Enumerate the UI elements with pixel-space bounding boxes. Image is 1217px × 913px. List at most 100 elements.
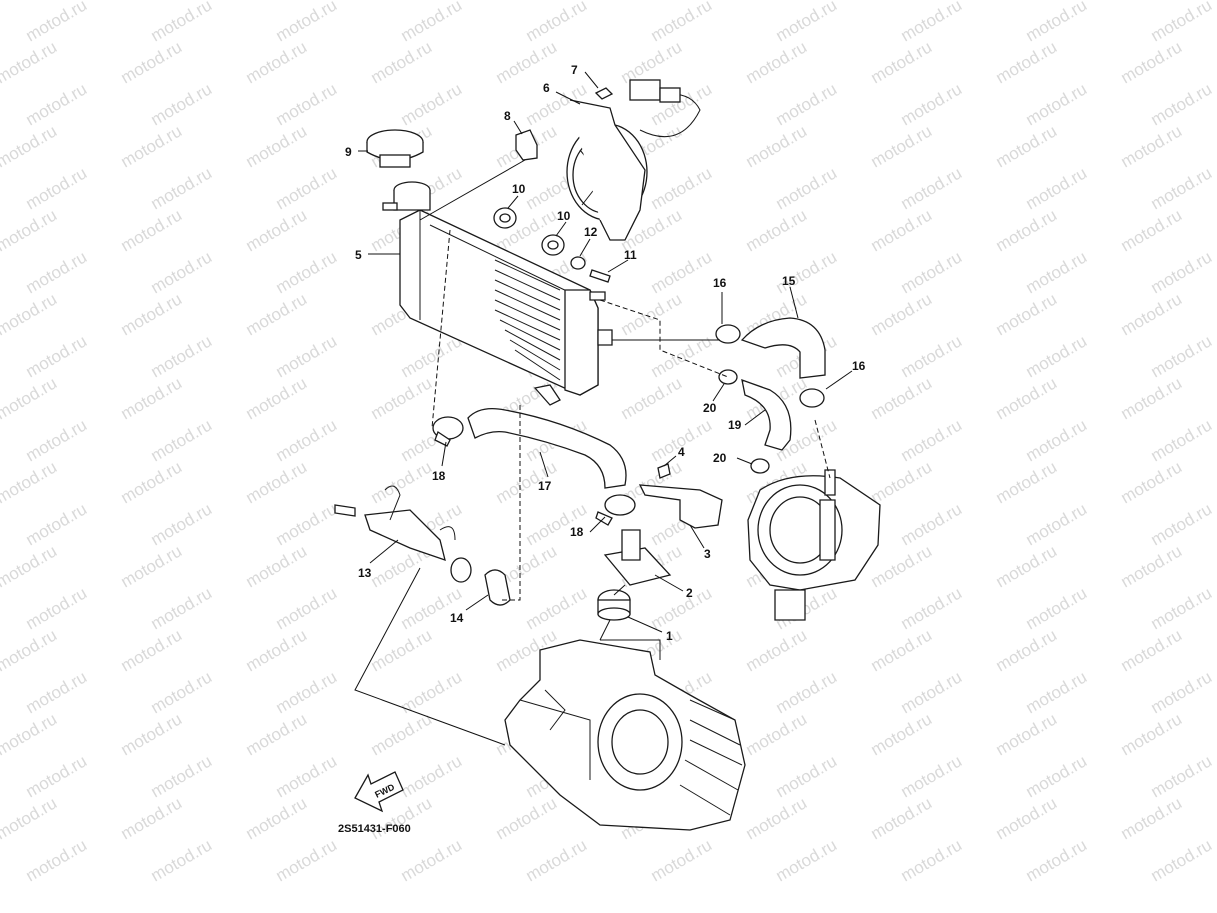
clip-8 [515, 129, 538, 161]
watermark-text: motod.ru [273, 415, 341, 465]
watermark-text: motod.ru [898, 79, 966, 129]
watermark-text: motod.ru [1148, 415, 1216, 465]
watermark-text: motod.ru [773, 0, 841, 45]
watermark-text: motod.ru [0, 121, 60, 171]
clamp-18b [604, 494, 636, 516]
watermark-text: motod.ru [1023, 331, 1091, 381]
thermostat [597, 589, 631, 621]
watermark-text: motod.ru [368, 37, 436, 87]
grommet-10a [493, 207, 517, 229]
watermark-text: motod.ru [118, 541, 186, 591]
watermark-text: motod.ru [118, 457, 186, 507]
watermark-text: motod.ru [398, 79, 466, 129]
watermark-text: motod.ru [23, 751, 91, 801]
watermark-text: motod.ru [243, 625, 311, 675]
diagram-code: 2S51431-F060 [338, 823, 411, 835]
watermark-text: motod.ru [868, 709, 936, 759]
watermark-text: motod.ru [493, 37, 561, 87]
water-pump [747, 469, 881, 621]
watermark-text: motod.ru [1148, 79, 1216, 129]
watermark-text: motod.ru [368, 457, 436, 507]
dashed-line [500, 405, 521, 601]
watermark-text: motod.ru [148, 163, 216, 213]
watermark-text: motod.ru [0, 205, 60, 255]
watermark-text: motod.ru [993, 541, 1061, 591]
watermark-text: motod.ru [1148, 499, 1216, 549]
watermark-text: motod.ru [118, 0, 186, 3]
callout-leaders [358, 71, 853, 633]
watermark-text: motod.ru [743, 0, 811, 3]
watermark-text: motod.ru [743, 37, 811, 87]
callout-14: 14 [450, 611, 464, 625]
callout-3: 3 [704, 547, 711, 561]
watermark-text: motod.ru [898, 247, 966, 297]
watermark-text: motod.ru [148, 835, 216, 885]
watermark-text: motod.ru [773, 835, 841, 885]
clamp-16b [799, 388, 825, 408]
callout-19: 19 [728, 418, 742, 432]
watermark-text: motod.ru [1023, 499, 1091, 549]
watermark-text: motod.ru [993, 37, 1061, 87]
callout-7: 7 [571, 63, 578, 77]
watermark-text: motod.ru [868, 289, 936, 339]
callout-1: 1 [666, 629, 673, 643]
watermark-text: motod.ru [993, 0, 1061, 3]
watermark-text: motod.ru [368, 709, 436, 759]
watermark-text: motod.ru [648, 163, 716, 213]
watermark-text: motod.ru [1023, 247, 1091, 297]
watermark-text: motod.ru [0, 625, 60, 675]
watermark-text: motod.ru [618, 289, 686, 339]
watermark-text: motod.ru [273, 835, 341, 885]
watermark-text: motod.ru [148, 0, 216, 45]
watermark-text: motod.ru [0, 709, 60, 759]
watermark-text: motod.ru [1118, 205, 1186, 255]
watermark-text: motod.ru [273, 667, 341, 717]
watermark-text: motod.ru [23, 79, 91, 129]
watermark-text: motod.ru [148, 79, 216, 129]
watermark-text: motod.ru [898, 751, 966, 801]
watermark-text: motod.ru [273, 499, 341, 549]
watermark-text: motod.ru [148, 667, 216, 717]
watermark-text: motod.ru [0, 457, 60, 507]
watermark-text: motod.ru [398, 0, 466, 45]
watermark-text: motod.ru [993, 457, 1061, 507]
watermark-text: motod.ru [368, 0, 436, 3]
watermark-text: motod.ru [773, 163, 841, 213]
bolt-11 [589, 269, 611, 283]
watermark-text: motod.ru [118, 373, 186, 423]
watermark-text: motod.ru [648, 835, 716, 885]
watermark-text: motod.ru [398, 835, 466, 885]
watermark-text: motod.ru [993, 289, 1061, 339]
watermark-text: motod.ru [273, 583, 341, 633]
callout-2: 2 [686, 586, 693, 600]
watermark-text: motod.ru [148, 583, 216, 633]
watermark-text: motod.ru [868, 121, 936, 171]
watermark-text: motod.ru [23, 499, 91, 549]
watermark-text: motod.ru [1023, 163, 1091, 213]
callout-10b: 10 [557, 209, 571, 223]
watermark-text: motod.ru [23, 667, 91, 717]
hose-17 [467, 407, 627, 489]
watermark-text: motod.ru [898, 331, 966, 381]
watermark-text: motod.ru [1023, 751, 1091, 801]
watermark-text: motod.ru [868, 205, 936, 255]
watermark-text: motod.ru [773, 751, 841, 801]
watermark-text: motod.ru [1118, 457, 1186, 507]
callout-10a: 10 [512, 182, 526, 196]
watermark-text: motod.ru [868, 625, 936, 675]
watermark-text: motod.ru [243, 121, 311, 171]
watermark-text: motod.ru [0, 37, 60, 87]
watermark-text: motod.ru [898, 667, 966, 717]
watermark-text: motod.ru [868, 373, 936, 423]
watermark-text: motod.ru [1118, 541, 1186, 591]
watermark-text: motod.ru [118, 625, 186, 675]
callout-18a: 18 [432, 469, 446, 483]
watermark-text: motod.ru [1118, 793, 1186, 843]
watermark-text: motod.ru [1148, 331, 1216, 381]
watermark-text: motod.ru [118, 793, 186, 843]
watermark-text: motod.ru [243, 457, 311, 507]
watermark-text: motod.ru [0, 793, 60, 843]
watermark-text: motod.ru [1023, 583, 1091, 633]
watermark-text: motod.ru [493, 793, 561, 843]
